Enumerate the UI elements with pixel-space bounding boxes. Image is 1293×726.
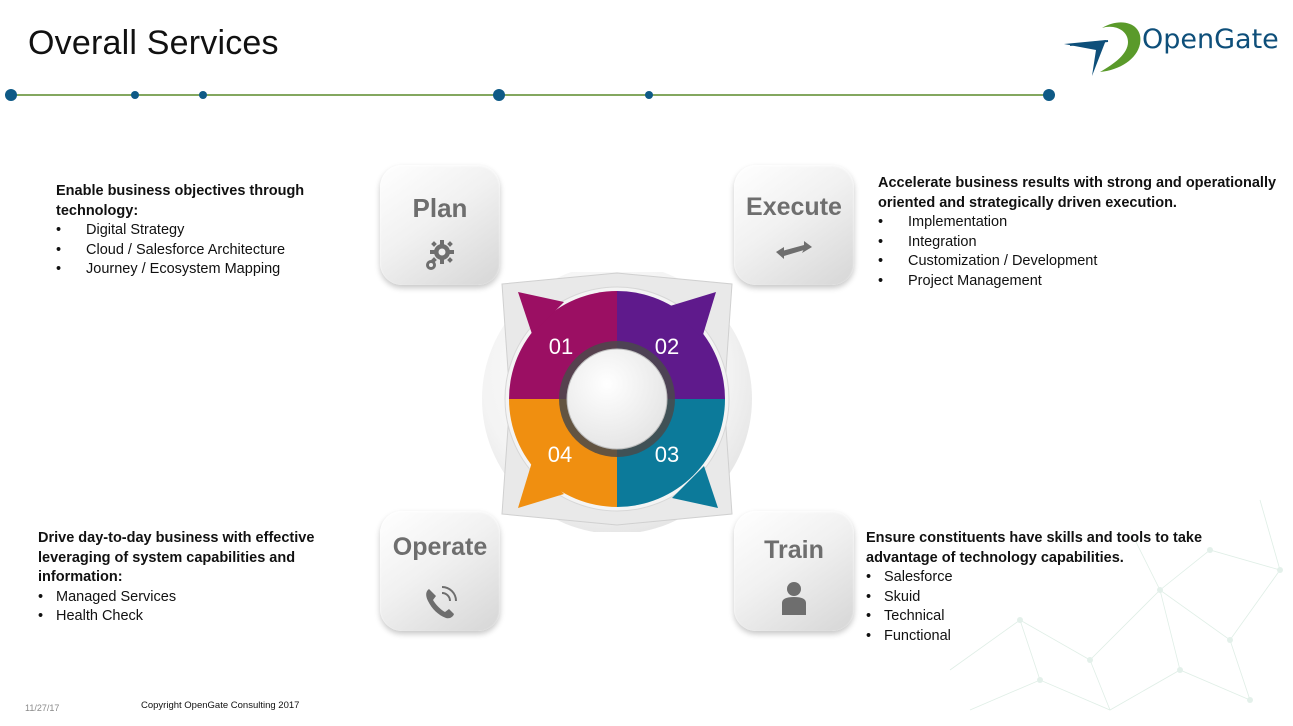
train-list: Salesforce Skuid Technical Functional <box>866 568 1276 646</box>
footer-date: 11/27/17 <box>25 703 60 713</box>
timeline-dot <box>493 89 505 101</box>
plan-lead: Enable business objectives through techn… <box>56 183 305 219</box>
swap-arrows-icon <box>776 241 812 259</box>
list-item: Skuid <box>866 588 1276 608</box>
gear-icon <box>426 240 454 270</box>
page-title: Overall Services <box>28 24 279 62</box>
plan-tile-label: Plan <box>412 193 468 223</box>
segment-04-arrow <box>518 462 564 508</box>
timeline-dot <box>645 91 653 99</box>
train-tile-label: Train <box>764 536 824 564</box>
plan-tile: Plan <box>380 165 500 285</box>
list-item: Salesforce <box>866 568 1276 588</box>
services-cycle-diagram: 01 02 03 04 <box>482 272 752 532</box>
segment-02-number: 02 <box>655 334 679 359</box>
segment-01-arrow <box>518 292 564 334</box>
train-tile: Train <box>734 511 854 631</box>
opengate-logo: OpenGate <box>1062 14 1279 84</box>
list-item: Cloud / Salesforce Architecture <box>56 241 386 261</box>
timeline-dot <box>131 91 139 99</box>
operate-tile: Operate <box>380 511 500 631</box>
segment-04-number: 04 <box>548 442 572 467</box>
execute-tile: Execute <box>734 165 854 285</box>
list-item: Journey / Ecosystem Mapping <box>56 260 386 280</box>
timeline-dot <box>1043 89 1055 101</box>
list-item: Customization / Development <box>878 252 1278 272</box>
phone-icon <box>426 586 457 619</box>
execute-tile-label: Execute <box>746 193 842 221</box>
execute-list: Implementation Integration Customization… <box>878 213 1278 291</box>
list-item: Technical <box>866 607 1276 627</box>
list-item: Integration <box>878 233 1278 253</box>
list-item: Managed Services <box>38 588 383 608</box>
segment-03-arrow <box>672 466 718 508</box>
operate-description: Drive day-to-day business with effective… <box>38 529 383 627</box>
execute-lead: Accelerate business results with strong … <box>878 175 1277 211</box>
execute-description: Accelerate business results with strong … <box>878 174 1278 291</box>
list-item: Digital Strategy <box>56 221 386 241</box>
list-item: Functional <box>866 627 1276 647</box>
operate-list: Managed Services Health Check <box>38 588 383 627</box>
person-icon <box>782 582 806 615</box>
segment-01-number: 01 <box>549 334 573 359</box>
timeline-dot <box>5 89 17 101</box>
timeline-dot <box>199 91 207 99</box>
list-item: Health Check <box>38 607 383 627</box>
plan-list: Digital Strategy Cloud / Salesforce Arch… <box>56 221 386 280</box>
operate-lead: Drive day-to-day business with effective… <box>38 530 315 585</box>
footer-copyright: Copyright OpenGate Consulting 2017 <box>141 700 300 711</box>
opengate-logo-mark-icon <box>1064 22 1141 76</box>
segment-02-arrow <box>670 292 716 338</box>
operate-tile-label: Operate <box>392 533 488 561</box>
list-item: Implementation <box>878 213 1278 233</box>
timeline-divider <box>5 89 1055 101</box>
plan-description: Enable business objectives through techn… <box>56 182 386 280</box>
segment-03-number: 03 <box>655 442 679 467</box>
train-description: Ensure constituents have skills and tool… <box>866 529 1276 646</box>
train-lead: Ensure constituents have skills and tool… <box>866 530 1203 566</box>
opengate-logo-text: OpenGate <box>1142 24 1279 55</box>
list-item: Project Management <box>878 272 1278 292</box>
